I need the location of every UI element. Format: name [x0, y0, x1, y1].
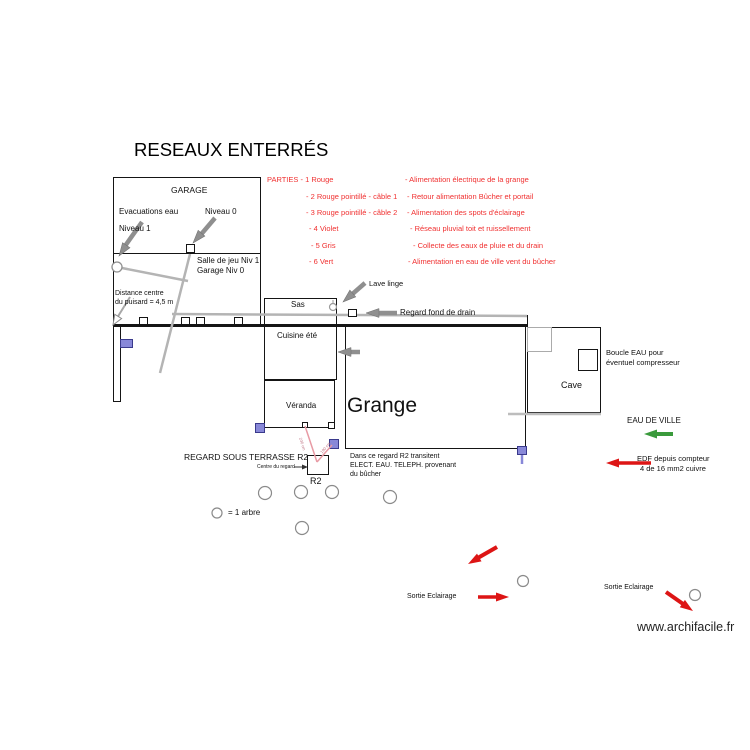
watermark: www.archifacile.fr	[637, 620, 735, 634]
boucle-label-2: éventuel compresseur	[606, 358, 680, 367]
lave-linge-label: Lave linge	[369, 279, 404, 288]
red-arrow-diag-left	[468, 545, 498, 564]
regard-drain-label: Regard fond de drain	[400, 308, 476, 317]
grange-label: Grange	[347, 394, 418, 417]
sas-label: Sas	[291, 300, 305, 309]
sortie-eclairage-label-1: Sortie Eclairage	[407, 593, 457, 600]
violet-marker-veranda	[255, 423, 265, 433]
tree-icon	[516, 574, 530, 588]
garage-room	[113, 177, 261, 254]
sas-room	[264, 298, 337, 326]
centre-regard-label: Centre du regard	[257, 464, 295, 470]
legend-desc-5: - Collecte des eaux de pluie et du drain	[413, 241, 544, 250]
veranda-room	[264, 380, 335, 428]
tree-icon	[294, 520, 310, 536]
salle-left-wall	[113, 254, 114, 325]
legend-desc-2: - Retour alimentation Bûcher et portail	[407, 192, 534, 201]
edf-label-2: 4 de 16 mm2 cuivre	[640, 464, 706, 473]
boucle-eau-box	[578, 349, 598, 371]
legend-part-4: - 4 Violet	[309, 224, 339, 233]
tree-icon	[382, 489, 398, 505]
cave-room	[527, 327, 601, 413]
pipe-diagonal	[158, 253, 192, 374]
red-arrow-sortie-2	[664, 590, 693, 611]
salle-jeu-label-2: Garage Niv 0	[197, 266, 245, 275]
tree-icon	[324, 484, 340, 500]
garage-label: GARAGE	[171, 185, 208, 195]
opening-wall-4	[234, 317, 243, 325]
eau-de-ville-label: EAU DE VILLE	[627, 416, 681, 425]
niveau1-label: Niveau 1	[119, 224, 151, 233]
niveau0-label: Niveau 0	[205, 207, 237, 216]
veranda-label: Véranda	[286, 401, 317, 410]
regard-drain-box	[348, 309, 357, 317]
tree-icon	[688, 588, 702, 602]
grange-room	[345, 324, 526, 449]
legend-part-1: PARTIES - 1 Rouge	[267, 175, 334, 184]
legend-desc-1: - Alimentation électrique de la grange	[405, 175, 529, 184]
arbre-legend-label: = 1 arbre	[228, 508, 261, 517]
legend-part-3: - 3 Rouge pointillé - câble 2	[306, 208, 398, 217]
legend-desc-6: - Alimentation en eau de ville vent du b…	[408, 257, 556, 266]
opening-veranda-1	[302, 422, 308, 428]
tree-icon	[257, 485, 273, 501]
violet-marker-wall	[120, 339, 133, 348]
violet-marker-grange-right	[517, 446, 527, 455]
salle-jeu-label-1: Salle de jeu Niv 1	[197, 256, 260, 265]
r2-regard-box	[307, 455, 329, 475]
r2-label: R2	[310, 476, 322, 486]
cuisine-label: Cuisine été	[277, 331, 318, 340]
boucle-label-1: Boucle EAU pour	[606, 348, 664, 357]
cave-stair-rect	[527, 327, 552, 352]
tree-legend-icon	[211, 507, 223, 519]
salle-right-wall	[260, 254, 261, 325]
page-title: RESEAUX ENTERRÉS	[134, 139, 329, 160]
red-arrow-sortie-1	[478, 592, 509, 602]
r2-note-3: du bûcher	[350, 471, 382, 478]
dim-label-1: 230 cm	[298, 437, 307, 452]
opening-wall-2	[181, 317, 190, 325]
green-arrow-eau-de-ville	[644, 429, 673, 439]
opening-garage	[186, 244, 195, 253]
centre-regard-pointer	[294, 464, 308, 470]
distance-label-2: du puisard = 4,5 m	[115, 299, 174, 306]
r2-note-1: Dans ce regard R2 transitent	[350, 453, 440, 460]
pipe-connector-wall	[527, 315, 528, 326]
tree-icon	[293, 484, 309, 500]
edf-label-1: EDF depuis compteur	[637, 454, 710, 463]
opening-wall-1	[139, 317, 148, 325]
opening-wall-3	[196, 317, 205, 325]
left-wall-column	[113, 326, 121, 402]
legend-part-5: - 5 Gris	[311, 241, 336, 250]
cuisine-room	[264, 326, 337, 380]
regard-terrasse-label: REGARD SOUS TERRASSE R2	[184, 452, 309, 462]
cave-label: Cave	[561, 380, 583, 390]
sortie-eclairage-label-2: Sortie Eclairage	[604, 584, 654, 591]
legend-desc-4: - Réseau pluvial toit et ruissellement	[410, 224, 531, 233]
opening-veranda-2	[328, 422, 335, 429]
legend-part-2: - 2 Rouge pointillé - câble 1	[306, 192, 398, 201]
gray-arrow-lave-linge	[342, 281, 367, 303]
evacuations-label: Evacuations eau	[119, 207, 179, 216]
pipe-from-puisard	[116, 265, 189, 283]
legend-desc-3: - Alimentation des spots d'éclairage	[407, 208, 525, 217]
violet-marker-grange-left	[329, 439, 339, 449]
legend-part-6: - 6 Vert	[309, 257, 334, 266]
r2-note-2: ELECT. EAU. TELEPH. provenant	[350, 462, 457, 469]
gray-arrow-regard-drain	[365, 308, 397, 318]
distance-label-1: Distance centre	[115, 290, 164, 297]
